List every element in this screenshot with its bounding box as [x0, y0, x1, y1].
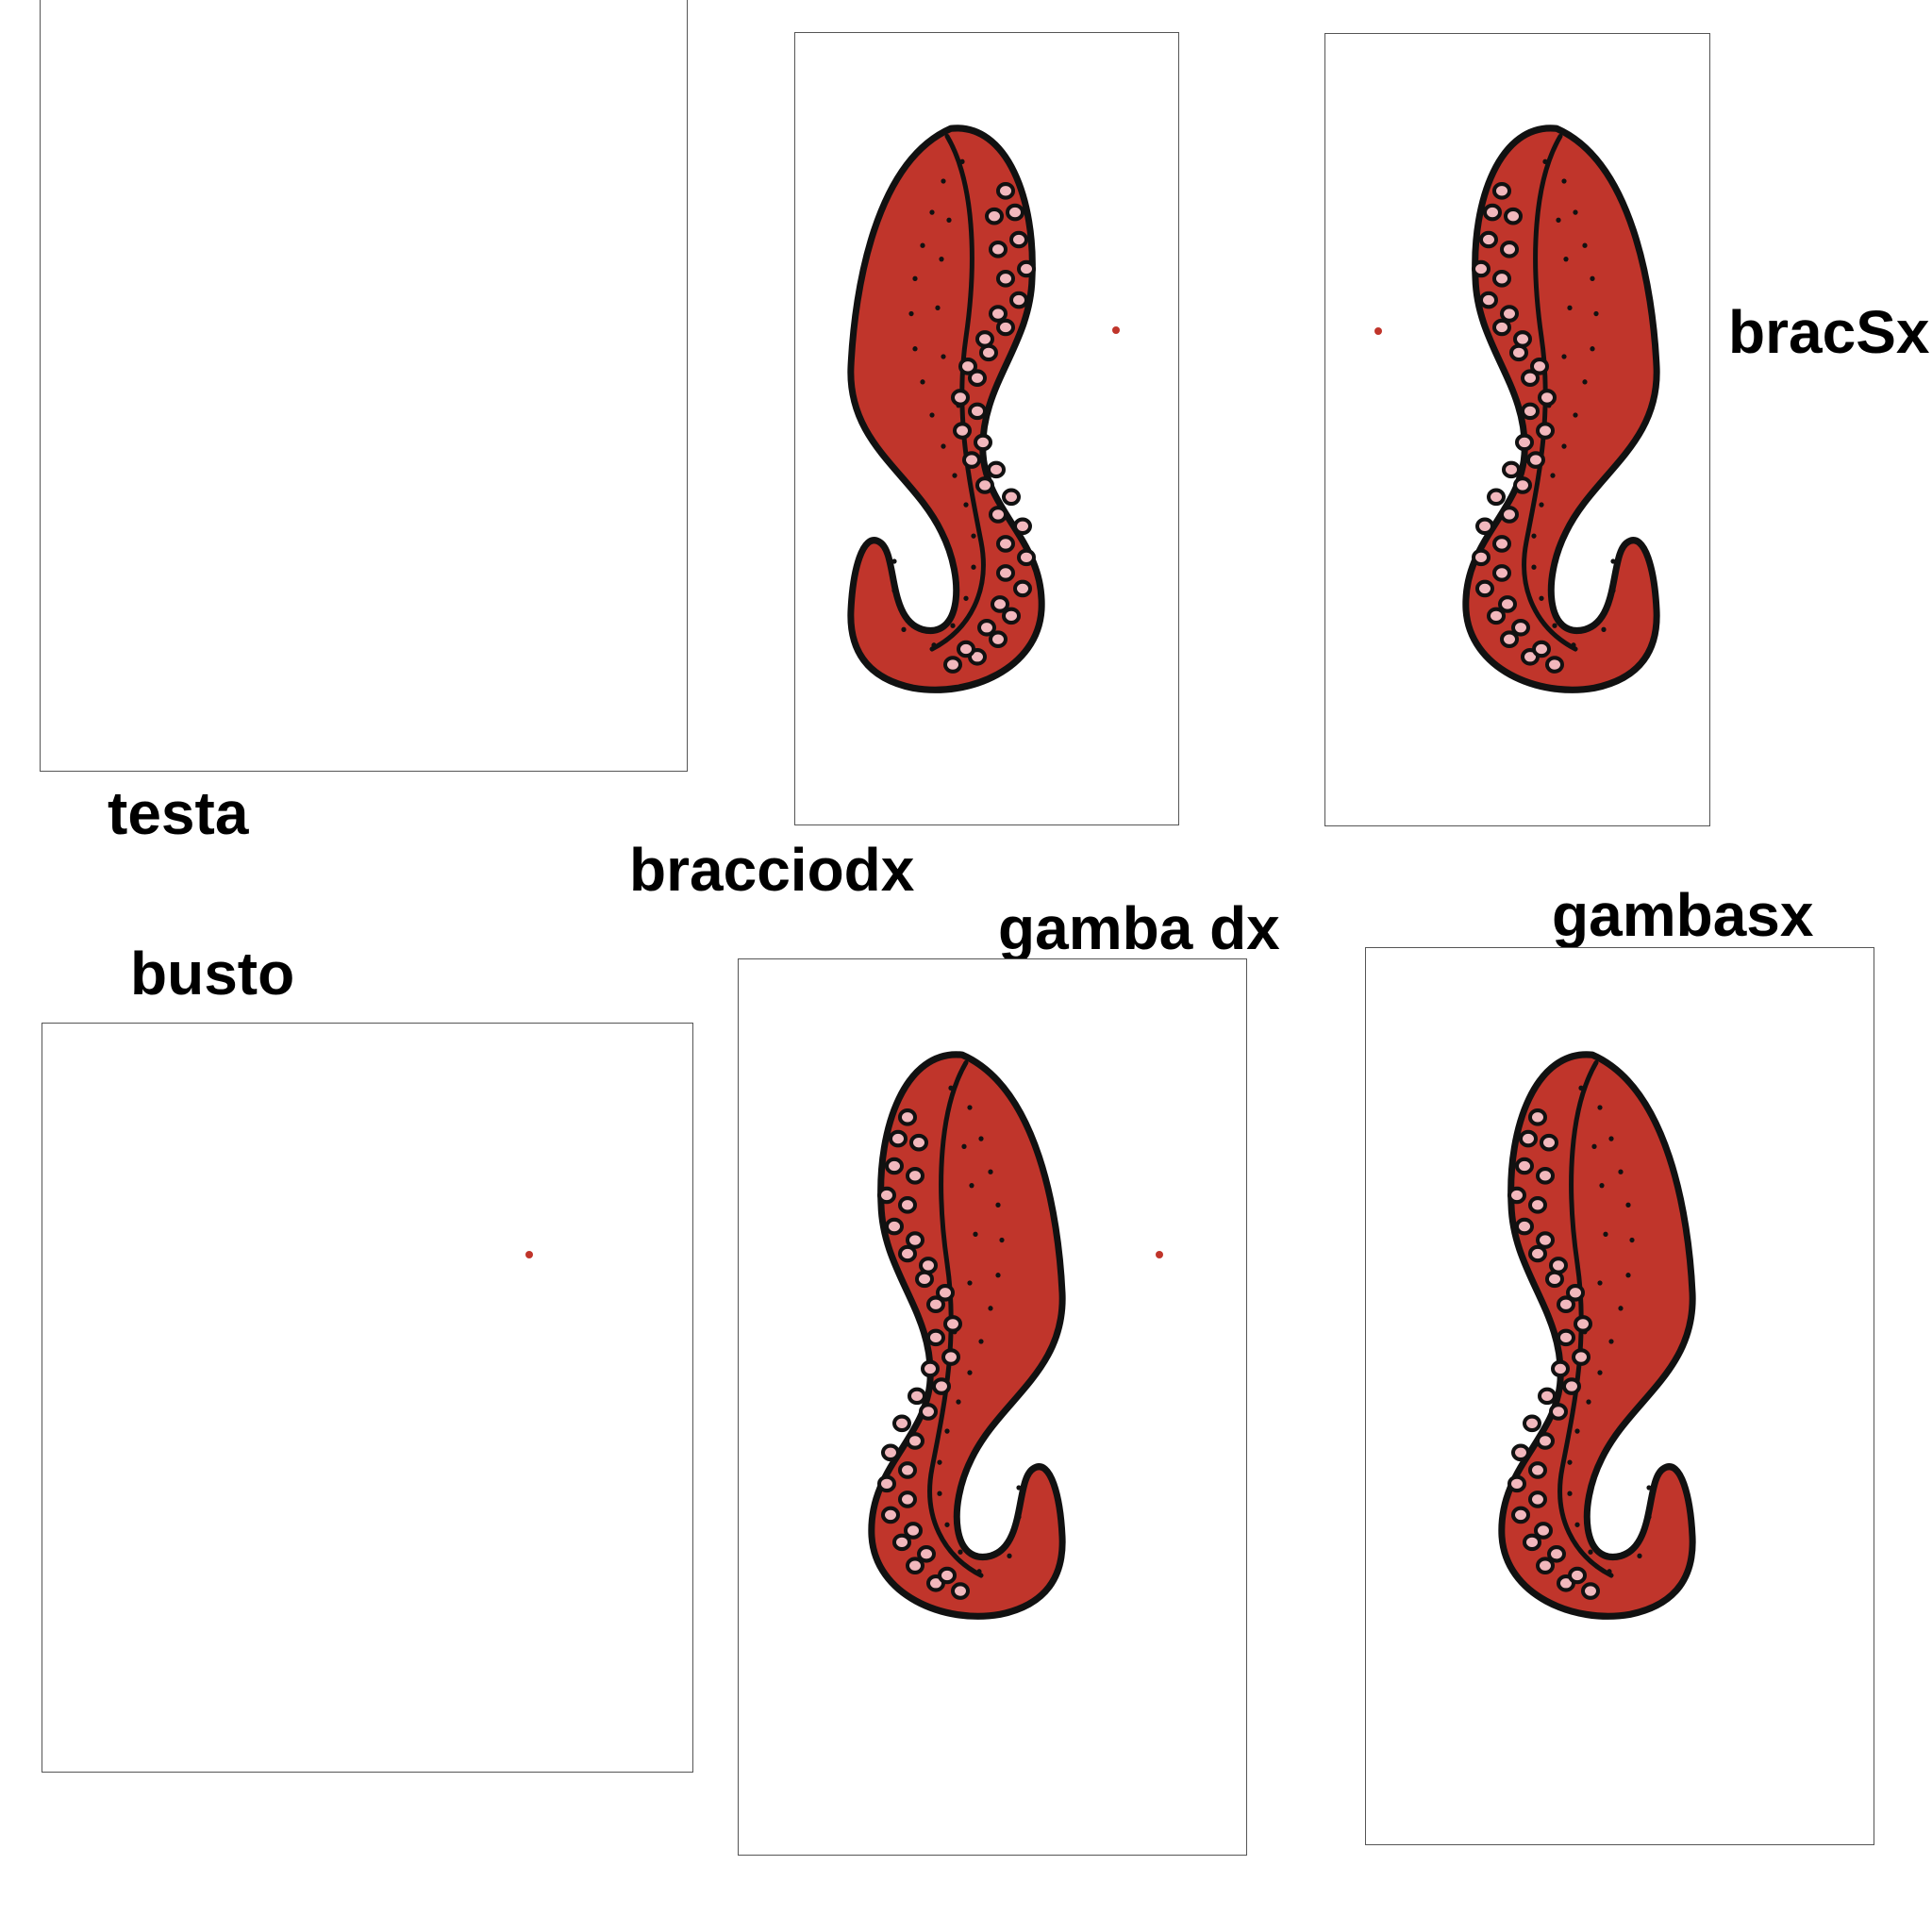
testa-frame[interactable]	[40, 0, 688, 772]
testa-label: testa	[108, 779, 249, 847]
gambasx-label: gambasx	[1552, 881, 1814, 949]
tentacle-icon	[1443, 123, 1670, 708]
tentacle-icon	[849, 1049, 1075, 1634]
gamba-dx-label: gamba dx	[998, 894, 1280, 962]
pivot-dot-icon	[525, 1251, 533, 1258]
pivot-dot-icon	[1156, 1251, 1163, 1258]
busto-frame[interactable]	[42, 1023, 693, 1773]
tentacle-icon	[1479, 1049, 1706, 1634]
busto-label: busto	[130, 940, 295, 1008]
pivot-dot-icon	[1112, 326, 1120, 334]
bracsx-label: bracSx	[1728, 298, 1930, 366]
bracciodx-label: bracciodx	[629, 836, 915, 904]
pivot-dot-icon	[1374, 327, 1382, 335]
tentacle-icon	[838, 123, 1064, 708]
